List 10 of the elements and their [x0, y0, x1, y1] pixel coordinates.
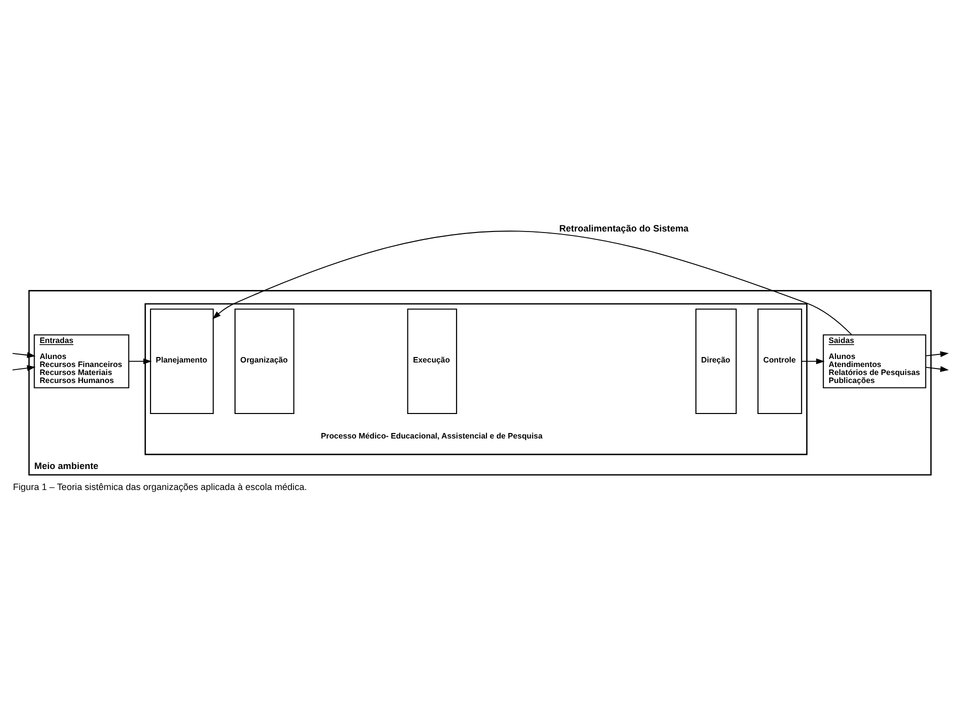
- cluster: [144, 303, 808, 456]
- arrow: [801, 358, 825, 364]
- arrow: [212, 230, 852, 336]
- arrow: [12, 365, 36, 371]
- arrow: [925, 366, 949, 372]
- edge-label: Retroalimentação do Sistema: [559, 223, 689, 234]
- caption: Figura 1 – Teoria sistêmica das organizações aplicada à escola médica.: [12, 482, 307, 492]
- arrow: [12, 352, 36, 358]
- arrow: [128, 358, 152, 364]
- arrow: [925, 351, 949, 358]
